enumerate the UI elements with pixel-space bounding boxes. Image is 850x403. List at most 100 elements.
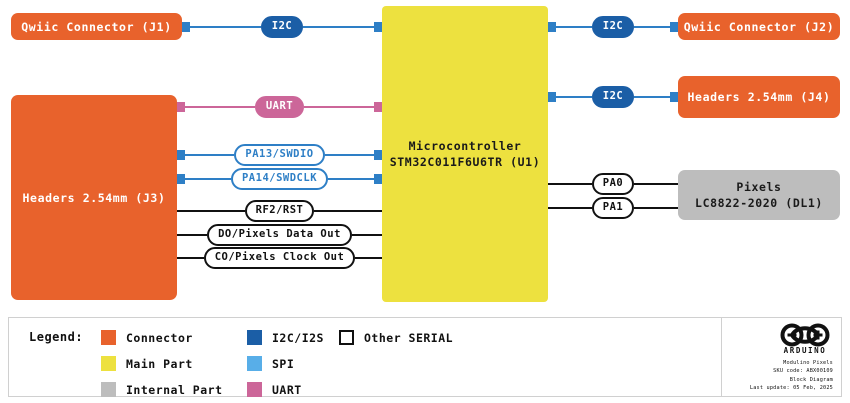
signal-label-i2c[interactable]: I2C	[260, 16, 304, 38]
block-label-line1: Pixels	[736, 180, 782, 194]
legend-label: UART	[272, 382, 302, 397]
block-label-line2: LC8822-2020 (DL1)	[695, 196, 823, 210]
credit-sku: SKU code: ABX00109	[773, 368, 833, 375]
wire-segment	[634, 96, 670, 98]
signal-label-uart[interactable]: UART	[254, 96, 305, 118]
block-pixels-dl1[interactable]: Pixels LC8822-2020 (DL1)	[678, 170, 840, 220]
wire-segment	[324, 154, 374, 156]
legend-item-i2c-i2s: I2C/I2S	[247, 330, 324, 345]
block-label: Headers 2.54mm (J4)	[687, 90, 831, 104]
wire-segment	[556, 26, 592, 28]
wire-segment	[177, 257, 204, 259]
legend-item-spi: SPI	[247, 356, 294, 371]
credit-text: Modulino Pixels SKU code: ABX00109 Block…	[750, 359, 833, 393]
signal-label-pixels-clock-out[interactable]: CO/Pixels Clock Out	[203, 247, 356, 269]
credit-panel: ARDUINO Modulino Pixels SKU code: ABX001…	[722, 317, 842, 397]
legend-swatch-internal-part	[101, 382, 116, 397]
legend-panel: Legend: Connector Main Part Internal Par…	[8, 317, 722, 397]
signal-label-pixels-data-out[interactable]: DO/Pixels Data Out	[207, 224, 352, 246]
legend-item-connector: Connector	[101, 330, 193, 345]
wire-segment	[177, 210, 245, 212]
legend-item-internal-part: Internal Part	[101, 382, 223, 397]
connection-j3-mcu-pa14-swdclk: PA14/SWDCLK	[177, 168, 383, 190]
legend-swatch-i2c-i2s	[247, 330, 262, 345]
arduino-wordmark: ARDUINO	[783, 346, 827, 355]
arrow-right-icon	[374, 174, 383, 184]
credit-doc-type: Block Diagram	[789, 376, 833, 383]
signal-label-pa0[interactable]: PA0	[591, 173, 635, 195]
block-qwiic-connector-j1[interactable]: Qwiic Connector (J1)	[11, 13, 182, 40]
legend-label: SPI	[272, 356, 295, 371]
legend-item-other-serial: Other SERIAL	[339, 330, 453, 345]
wire-segment	[177, 234, 208, 236]
arrow-right-icon	[670, 92, 678, 102]
legend-label: Internal Part	[126, 382, 223, 397]
legend-item-main-part: Main Part	[101, 356, 193, 371]
block-label-line2: STM32C011F6U6TR (U1)	[389, 155, 541, 169]
arrow-left-icon	[177, 174, 185, 184]
legend-swatch-main-part	[101, 356, 116, 371]
legend-swatch-spi	[247, 356, 262, 371]
wire-segment	[185, 154, 235, 156]
signal-label-i2c[interactable]: I2C	[591, 86, 635, 108]
arrow-left-icon	[548, 22, 556, 32]
wire-segment	[351, 234, 383, 236]
connection-j3-mcu-uart: UART	[177, 96, 383, 118]
arrow-left-icon	[177, 150, 185, 160]
block-label-line1: Microcontroller	[408, 139, 522, 153]
signal-label-pa13-swdio[interactable]: PA13/SWDIO	[234, 144, 325, 166]
legend-label: Main Part	[126, 356, 193, 371]
legend-label: Other SERIAL	[364, 330, 454, 345]
legend-swatch-other-serial	[339, 330, 354, 345]
credit-product-name: Modulino Pixels	[783, 360, 833, 366]
arduino-logo: ARDUINO	[777, 323, 833, 355]
connection-j3-mcu-data-out: DO/Pixels Data Out	[177, 224, 383, 246]
signal-label-rf2-rst[interactable]: RF2/RST	[244, 200, 315, 222]
connection-mcu-dl1-pa1: PA1	[548, 197, 678, 219]
wire-segment	[634, 183, 678, 185]
wire-segment	[303, 26, 374, 28]
legend-label: Connector	[126, 330, 193, 345]
arrow-right-icon	[374, 102, 383, 112]
signal-label-pa14-swdclk[interactable]: PA14/SWDCLK	[230, 168, 329, 190]
wire-segment	[190, 26, 261, 28]
wire-segment	[556, 96, 592, 98]
connection-mcu-dl1-pa0: PA0	[548, 173, 678, 195]
wire-segment	[548, 183, 592, 185]
connection-mcu-j4-i2c: I2C	[548, 86, 678, 108]
arrow-right-icon	[374, 22, 382, 32]
wire-segment	[548, 207, 592, 209]
wire-segment	[355, 257, 383, 259]
signal-label-pa1[interactable]: PA1	[591, 197, 635, 219]
wire-segment	[185, 178, 231, 180]
wire-segment	[328, 178, 375, 180]
wire-segment	[634, 207, 678, 209]
connection-mcu-j2-i2c: I2C	[548, 16, 678, 38]
legend-swatch-connector	[101, 330, 116, 345]
arrow-left-icon	[182, 22, 190, 32]
signal-label-i2c[interactable]: I2C	[591, 16, 635, 38]
wire-segment	[185, 106, 255, 108]
block-microcontroller-u1[interactable]: Microcontroller STM32C011F6U6TR (U1)	[382, 6, 548, 302]
block-headers-j3[interactable]: Headers 2.54mm (J3)	[11, 95, 177, 300]
legend-swatch-uart	[247, 382, 262, 397]
legend-label: I2C/I2S	[272, 330, 324, 345]
wire-segment	[634, 26, 670, 28]
arduino-infinity-icon	[780, 323, 830, 347]
block-headers-j4[interactable]: Headers 2.54mm (J4)	[678, 76, 840, 118]
arrow-right-icon	[374, 150, 382, 160]
block-label: Headers 2.54mm (J3)	[22, 190, 166, 205]
block-label: Qwiic Connector (J2)	[683, 19, 835, 34]
wire-segment	[304, 106, 375, 108]
arrow-left-icon	[177, 102, 185, 112]
block-label: Qwiic Connector (J1)	[21, 19, 172, 34]
block-qwiic-connector-j2[interactable]: Qwiic Connector (J2)	[678, 13, 840, 40]
wire-segment	[314, 210, 383, 212]
connection-j1-mcu-i2c: I2C	[182, 16, 382, 38]
connection-j3-mcu-pa13-swdio: PA13/SWDIO	[177, 144, 382, 166]
connection-j3-mcu-rf2-rst: RF2/RST	[177, 200, 383, 222]
legend-title: Legend:	[29, 330, 84, 344]
arrow-right-icon	[670, 22, 678, 32]
credit-last-update: Last update: 05 Feb, 2025	[749, 385, 833, 392]
